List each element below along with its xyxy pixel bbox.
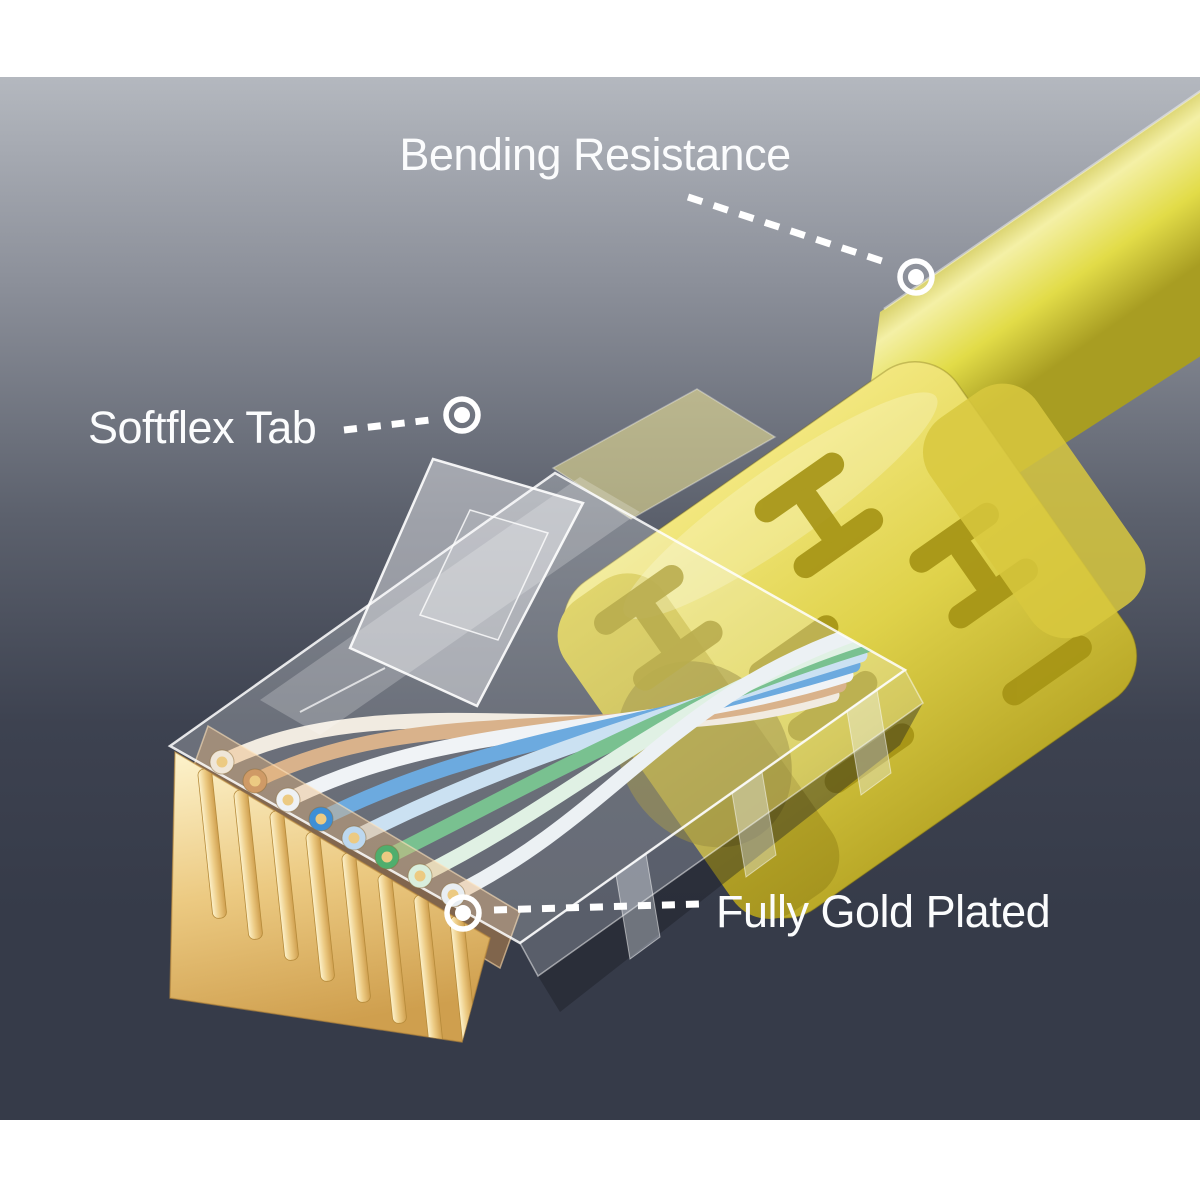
cable-edge-highlight (883, 89, 1200, 311)
callout-marker-icon (443, 396, 481, 434)
callout-label-bending-resistance: Bending Resistance (399, 129, 790, 180)
gold-contacts (169, 749, 491, 1043)
callout-label-softflex-tab: Softflex Tab (88, 402, 316, 453)
callout-bending-resistance: Bending Resistance (399, 129, 935, 296)
callout-line-softflex-tab (343, 416, 431, 434)
gold-finger-comb (197, 768, 479, 1042)
body-reflection (260, 477, 640, 735)
boot-ridge-slots (594, 452, 1092, 794)
wire-end (341, 825, 367, 851)
wire-white-2 (445, 617, 889, 903)
body-strut (846, 689, 892, 796)
callout-softflex-tab: Softflex Tab (88, 396, 481, 453)
wire-end (242, 768, 268, 794)
wire-end (374, 844, 400, 870)
wire-end-row (209, 749, 466, 908)
latch-tab-window (418, 509, 550, 641)
callout-marker-icon (897, 258, 935, 296)
wire-end (407, 863, 433, 889)
wire-end (308, 806, 334, 832)
wire-end (275, 787, 301, 813)
wire-end (209, 749, 235, 775)
twisted-pair-wires (214, 617, 889, 903)
callout-line-bending-resistance (686, 193, 893, 268)
latch-tab-body (348, 457, 585, 708)
callout-fully-gold-plated: Fully Gold Plated (444, 886, 1051, 937)
latch-tab (299, 457, 585, 713)
callout-line-fully-gold-plated (493, 900, 701, 914)
photo-area: Bending Resistance Softflex Tab Fully Go… (0, 77, 1200, 1120)
body-side-rail (519, 668, 924, 978)
body-underside-shadow (538, 703, 923, 1012)
callout-label-fully-gold-plated: Fully Gold Plated (716, 886, 1050, 937)
body-strut (731, 771, 777, 878)
callout-marker-icon (444, 894, 482, 932)
latch-hinge (299, 667, 386, 713)
boot-cable-collar (922, 383, 1146, 639)
